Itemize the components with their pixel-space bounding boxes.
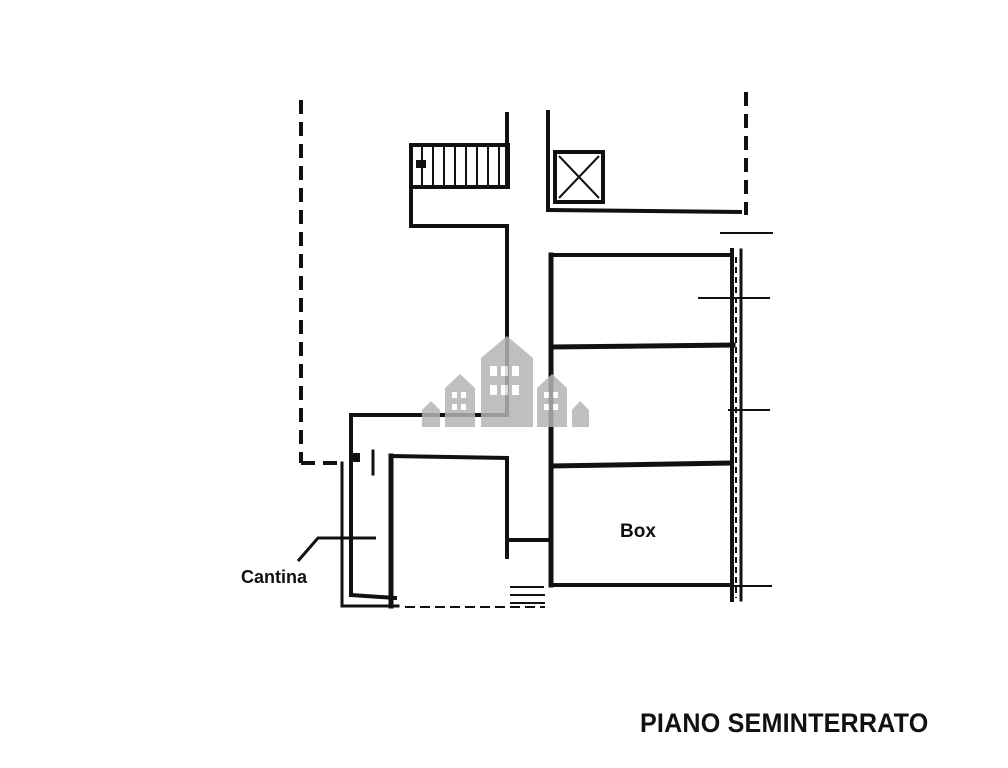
elevator-cross-icon (553, 150, 605, 204)
walls (340, 110, 743, 609)
floor-title: PIANO SEMINTERRATO (640, 708, 929, 738)
room-label-cantina: Cantina (241, 567, 308, 587)
cantina-leader-line (296, 536, 376, 562)
room-label-box: Box (620, 521, 656, 542)
property-boundary (299, 92, 748, 608)
staircase-icon (409, 143, 510, 189)
houses-watermark-icon (422, 336, 589, 427)
dimension-ticks (510, 232, 773, 604)
